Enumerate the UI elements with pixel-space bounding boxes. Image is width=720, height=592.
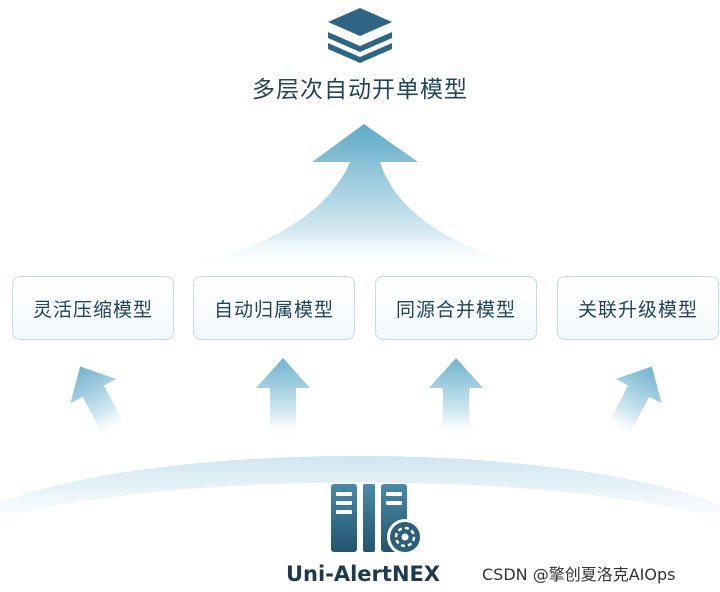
small-arrow-1 [70, 366, 127, 440]
watermark: CSDN @擎创夏洛克AIOps [482, 565, 676, 584]
server-gear-icon [331, 484, 423, 555]
base-arc [0, 455, 720, 520]
small-arrow-4 [605, 366, 662, 440]
model-box-auto-assignment: 自动归属模型 [193, 276, 355, 340]
small-arrow-2 [256, 358, 310, 438]
model-box-same-source-merge: 同源合并模型 [375, 276, 537, 340]
model-box-correlation-escalation: 关联升级模型 [557, 276, 719, 340]
product-name: Uni-AlertNEX [285, 562, 441, 586]
model-label: 关联升级模型 [577, 298, 698, 321]
diagram-title: 多层次自动开单模型 [252, 77, 468, 103]
model-box-flexible-compression: 灵活压缩模型 [12, 276, 174, 340]
small-arrow-3 [429, 358, 483, 438]
model-label: 灵活压缩模型 [32, 298, 153, 321]
layers-icon [328, 8, 392, 63]
model-label: 同源合并模型 [395, 298, 516, 321]
main-up-arrow [170, 124, 545, 270]
model-label: 自动归属模型 [213, 298, 334, 321]
